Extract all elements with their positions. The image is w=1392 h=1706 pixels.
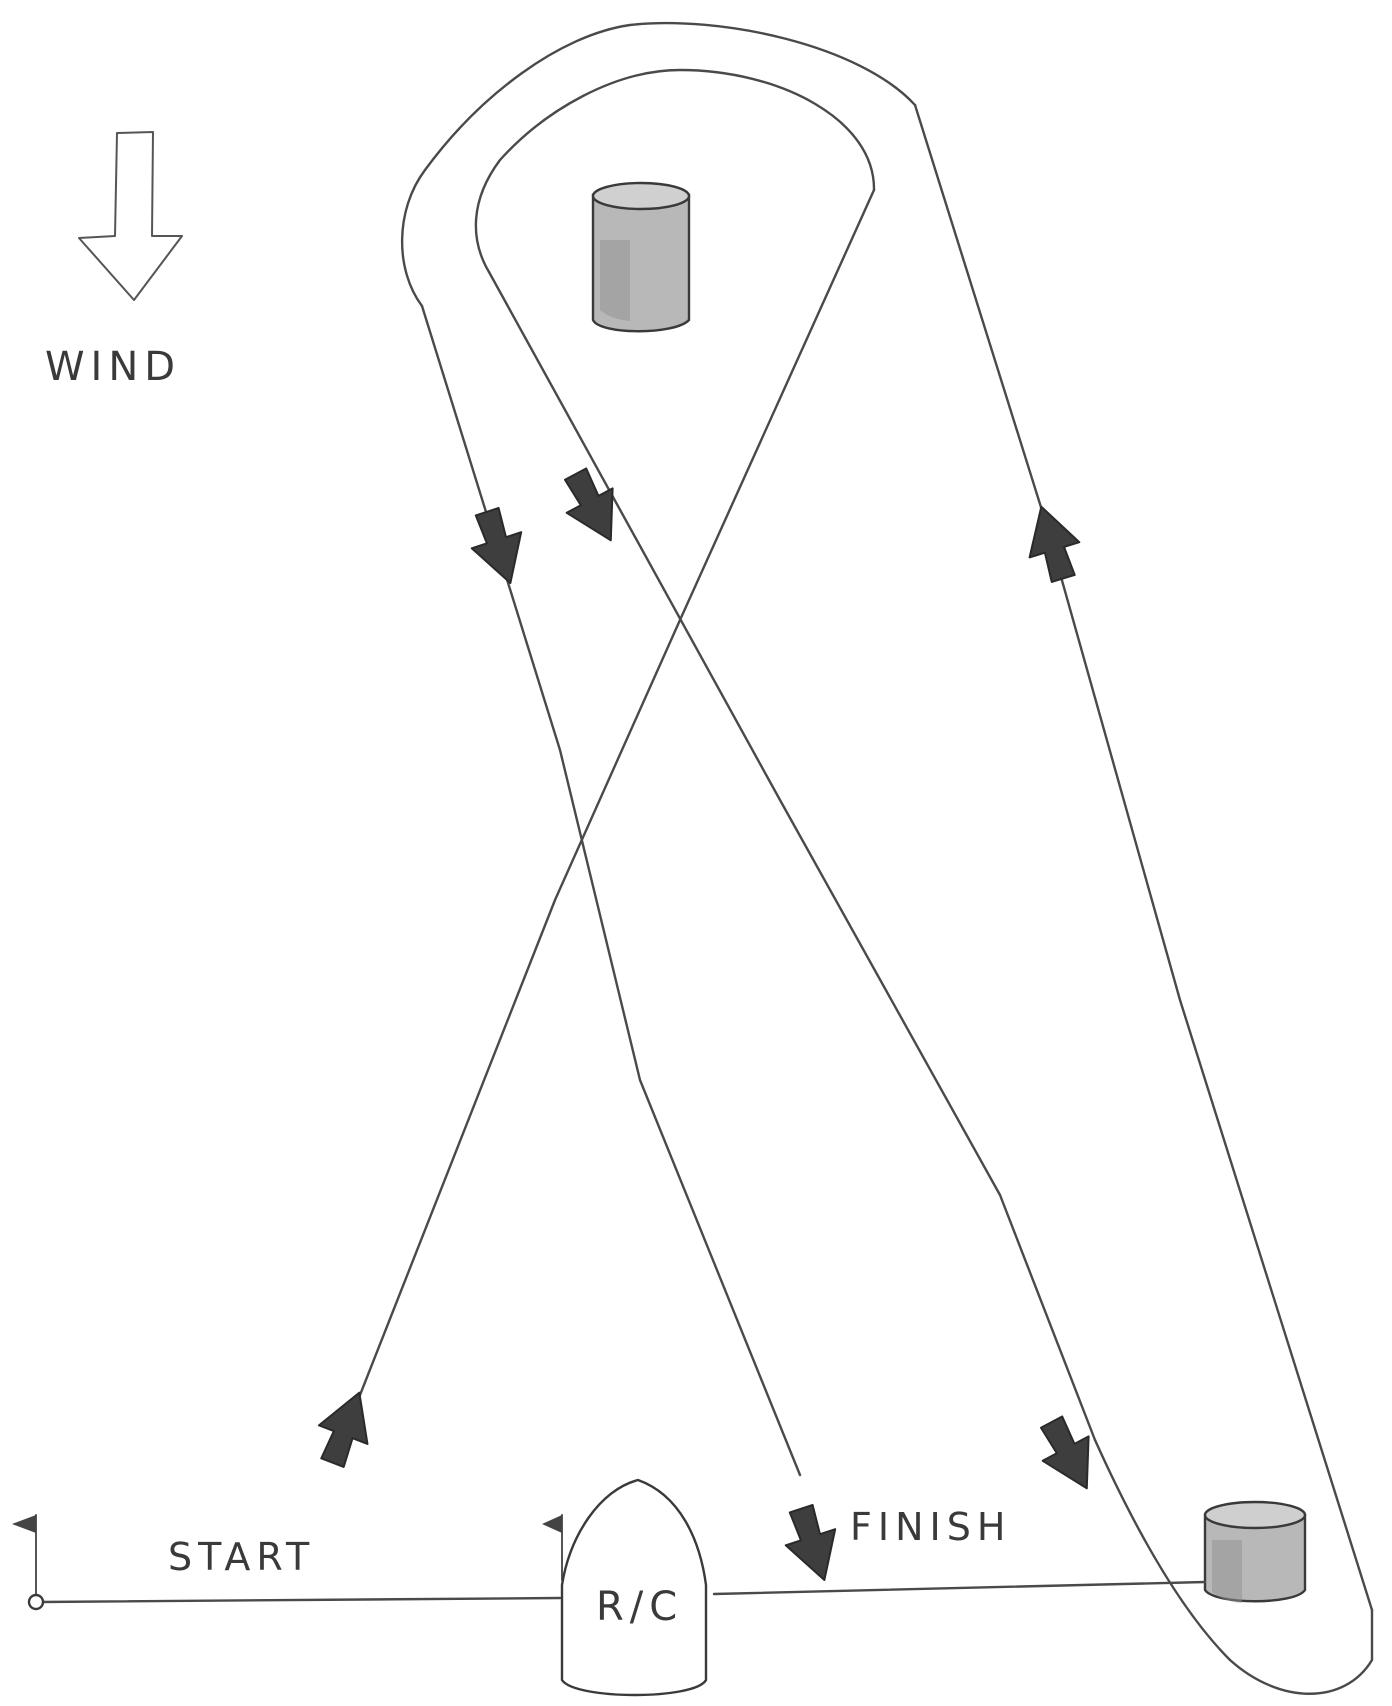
direction-arrow-lower-down: [1039, 1415, 1090, 1490]
course-leg-diagonal-up: [358, 188, 876, 1397]
direction-arrow-inner-down: [563, 467, 614, 542]
direction-arrow-left-down: [470, 507, 523, 585]
start-line: START: [12, 1514, 563, 1611]
start-line-rule: [38, 1596, 562, 1604]
leeward-mark-shade: [1212, 1540, 1242, 1603]
windward-mark-top: [591, 181, 691, 211]
start-label: START: [168, 1535, 315, 1579]
pin-buoy-icon: [27, 1593, 45, 1611]
committee-boat-label: R/C: [596, 1584, 683, 1630]
committee-boat: R/C: [560, 1478, 708, 1697]
committee-boat-hull: [560, 1478, 708, 1697]
pin-flag-icon: [12, 1515, 36, 1533]
outer-loop-track: [400, 21, 917, 308]
finish-line-rule: [712, 1580, 1207, 1596]
wind-indicator: WIND: [45, 131, 183, 390]
leeward-rounding-track: [1093, 1438, 1374, 1695]
windward-mark-shade: [600, 240, 630, 321]
direction-arrow-right-up: [1028, 505, 1081, 583]
course-leg-right-up: [913, 103, 1374, 1612]
wind-label: WIND: [45, 344, 181, 390]
finish-label: FINISH: [850, 1505, 1011, 1549]
boat-flag-icon: [542, 1515, 562, 1533]
leeward-mark: [1203, 1500, 1307, 1603]
direction-arrow-diagonal-up: [317, 1391, 369, 1468]
inner-loop-track: [474, 68, 876, 274]
direction-arrow-finish: [784, 1504, 837, 1582]
leeward-mark-top: [1203, 1500, 1307, 1530]
course-leg-inner-down: [487, 270, 1097, 1442]
wind-arrow-icon: [78, 131, 183, 301]
windward-mark: [591, 181, 691, 333]
finish-line: FINISH: [712, 1505, 1207, 1596]
